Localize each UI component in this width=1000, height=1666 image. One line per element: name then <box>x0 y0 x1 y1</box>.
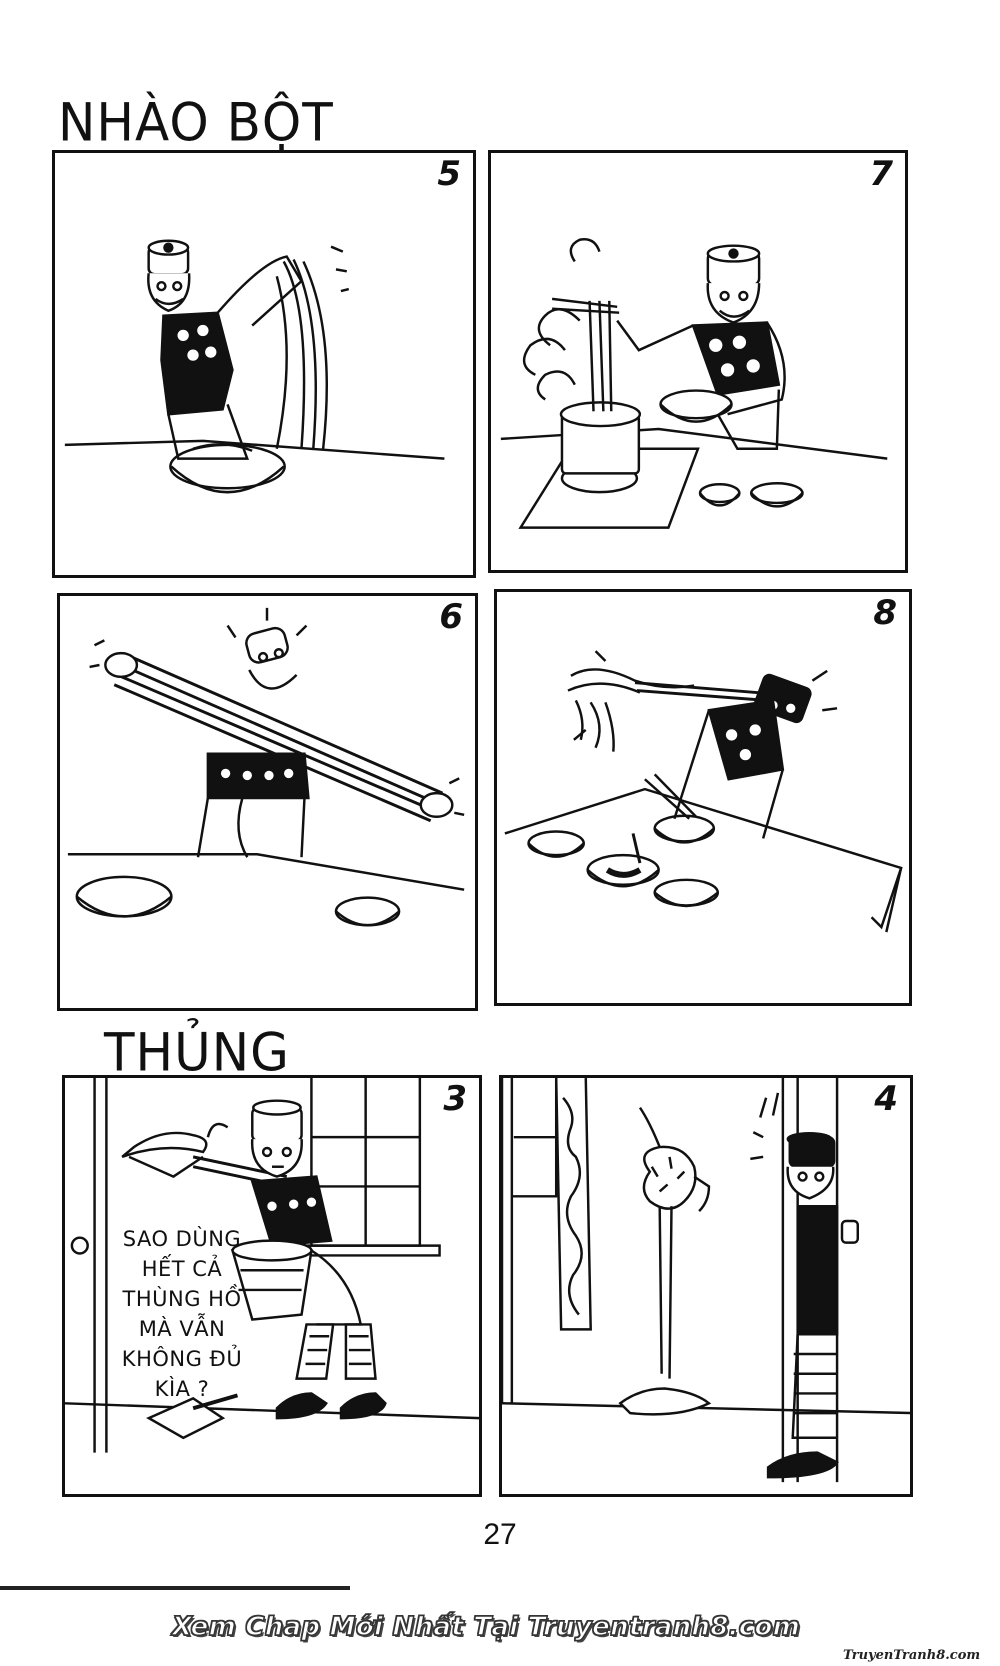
watermark-text: Xem Chap Mới Nhất Tại Truyentranh8.com <box>171 1611 801 1642</box>
panel-number-8: 8 <box>873 593 897 633</box>
watermark-logo: TruyenTranh8.com <box>843 1648 981 1663</box>
panel-number-5: 5 <box>437 154 461 194</box>
comic-panel-6: 6 <box>57 593 478 1011</box>
section-title-kneading: NHÀO BỘT <box>58 92 334 153</box>
divider <box>0 1586 350 1590</box>
panel-number-4: 4 <box>874 1079 898 1119</box>
comic-panel-7: 7 <box>488 150 908 573</box>
man-stretching-dough-illustration <box>67 607 465 927</box>
man-serving-noodles-illustration <box>504 650 903 933</box>
comic-panel-3: SAO DÙNG HẾT CẢ THÙNG HỒ MÀ VẪN KHÔNG ĐỦ… <box>62 1075 482 1497</box>
man-kneading-dough-illustration <box>64 239 445 494</box>
section-title-hole: THỦNG <box>104 1022 290 1083</box>
torn-wall-illustration <box>502 1078 910 1483</box>
panel-number-3: 3 <box>443 1079 467 1119</box>
page-number: 27 <box>483 1518 517 1551</box>
comic-panel-5: 5 <box>52 150 476 578</box>
man-cooking-noodles-illustration <box>500 238 888 529</box>
comic-panel-4: 4 <box>499 1075 913 1497</box>
man-with-bucket-illustration <box>65 1078 479 1453</box>
comic-panel-8: 8 <box>494 589 912 1006</box>
speech-text: SAO DÙNG HẾT CẢ THÙNG HỒ MÀ VẪN KHÔNG ĐỦ… <box>121 1227 243 1401</box>
panel-number-7: 7 <box>869 154 893 194</box>
panel-number-6: 6 <box>439 597 463 637</box>
